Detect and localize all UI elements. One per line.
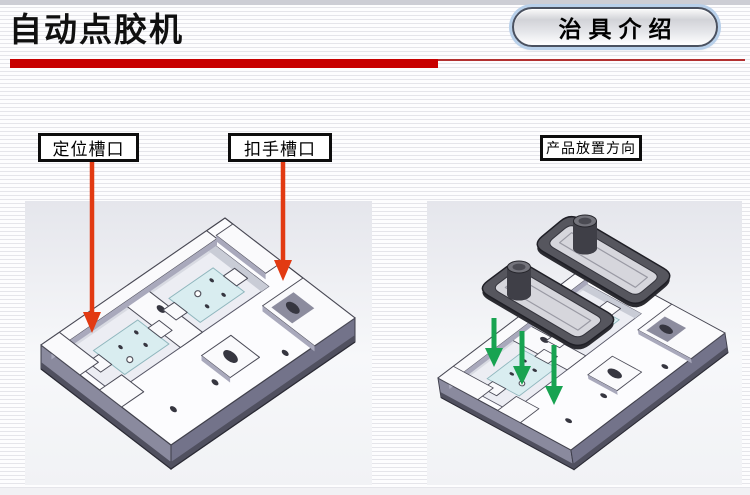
product-placement-figure [427,201,742,485]
product-placement-drawing [427,214,742,480]
product-tray-front [481,260,615,350]
page-title: 自动点胶机 [9,11,184,48]
title-underline-rule [438,59,745,61]
callout-positioning-slot-label: 定位槽口 [52,140,125,159]
product-tray-back [536,214,671,308]
bottom-border-band [0,488,750,495]
section-badge[interactable]: 治具介绍 [512,7,718,47]
section-badge-label: 治具介绍 [558,17,679,42]
title-underline-bar [10,59,438,68]
callout-handle-slot-label: 扣手槽口 [244,140,316,159]
fixture-plate-figure [25,201,372,485]
callout-positioning-slot: 定位槽口 [38,133,139,162]
callout-product-direction-label: 产品放置方向 [546,140,636,156]
callout-product-direction: 产品放置方向 [540,135,642,161]
fixture-plate-drawing [40,217,356,470]
callout-handle-slot: 扣手槽口 [228,133,332,162]
top-border-band [0,0,750,5]
